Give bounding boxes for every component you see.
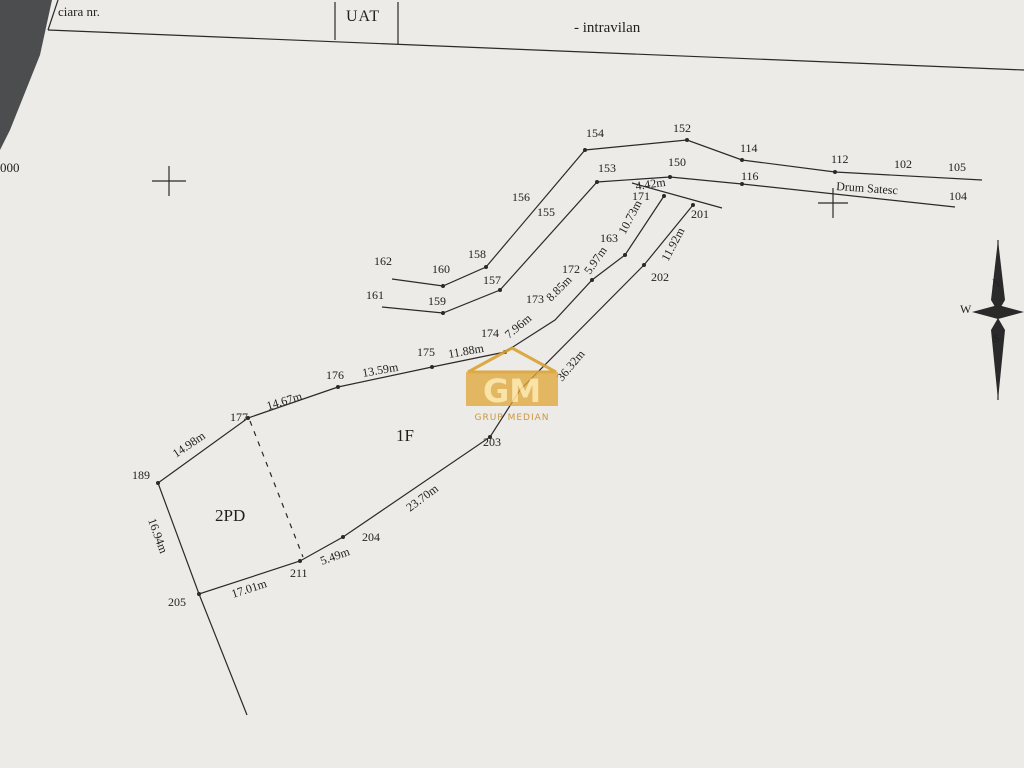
point-labels: 154 152 114 112 102 105 153 150 116 104 … — [132, 121, 967, 609]
point-label: 211 — [290, 566, 308, 580]
compass-s: S — [993, 331, 1000, 345]
point-label: 173 — [526, 292, 544, 306]
point-label: 104 — [949, 189, 967, 203]
header-zone-label: - intravilan — [574, 20, 641, 36]
point-label: 161 — [366, 288, 384, 302]
point-label: 102 — [894, 157, 912, 171]
compass-rose-icon: N W S — [960, 240, 1024, 400]
header-table — [47, 0, 1024, 71]
point-label: 160 — [432, 262, 450, 276]
grid-cross-right — [818, 188, 848, 218]
distance-label: 17.01m — [230, 576, 270, 601]
distance-label: 11.92m — [658, 225, 688, 264]
point-label: 114 — [740, 141, 758, 155]
distance-label: 14.98m — [170, 428, 209, 460]
distance-label: 36.32m — [554, 347, 589, 384]
point-label: 112 — [831, 152, 849, 166]
header-fisa-label: ciara nr. — [58, 4, 100, 19]
distance-label: 23.70m — [403, 481, 441, 514]
parcel-label-2PD: 2PD — [215, 506, 245, 525]
point-label: 201 — [691, 207, 709, 221]
distance-label: 8.85m — [543, 272, 575, 304]
point-label: 204 — [362, 530, 380, 544]
point-label: 189 — [132, 468, 150, 482]
point-label: 116 — [741, 169, 759, 183]
scale-fragment: 000 — [0, 160, 20, 175]
compass-n: N — [992, 276, 1001, 290]
point-label: 202 — [651, 270, 669, 284]
grid-cross-left — [152, 166, 186, 196]
point-label: 154 — [586, 126, 604, 140]
point-label: 159 — [428, 294, 446, 308]
point-label: 205 — [168, 595, 186, 609]
point-label: 203 — [483, 435, 501, 449]
point-label: 174 — [481, 326, 499, 340]
watermark-logo-text: GM — [483, 372, 541, 410]
point-label: 162 — [374, 254, 392, 268]
distance-label: 11.88m — [447, 341, 485, 361]
point-label: 150 — [668, 155, 686, 169]
parcel-label-1F: 1F — [396, 426, 414, 445]
point-label: 175 — [417, 345, 435, 359]
distance-label: 14.67m — [265, 389, 304, 413]
watermark-tagline: GRUP MEDIAN — [474, 413, 549, 423]
point-label: 105 — [948, 160, 966, 174]
point-label: 176 — [326, 368, 344, 382]
point-label: 172 — [562, 262, 580, 276]
point-label: 152 — [673, 121, 691, 135]
header-uat-label: UAT — [346, 8, 381, 25]
point-label: 158 — [468, 247, 486, 261]
point-label: 177 — [230, 410, 248, 424]
parcel-1F-outline — [157, 182, 723, 716]
parcel-split-dashed-line — [249, 420, 304, 558]
road-label: Drum Satesc — [836, 179, 898, 197]
distance-label: 16.94m — [145, 516, 171, 556]
distance-label: 13.59m — [361, 360, 400, 380]
upper-boundary-line — [391, 139, 983, 287]
distance-label: 5.97m — [581, 243, 610, 276]
point-label: 156 — [512, 190, 530, 204]
point-label: 171 — [632, 189, 650, 203]
point-label: 153 — [598, 161, 616, 175]
distance-label: 4.42m — [634, 175, 667, 193]
point-markers — [156, 138, 837, 596]
point-label: 157 — [483, 273, 501, 287]
point-label: 163 — [600, 231, 618, 245]
point-label: 155 — [537, 205, 555, 219]
page-shadow-edge — [0, 0, 52, 150]
compass-w: W — [960, 302, 972, 316]
watermark-logo: GM GRUP MEDIAN — [466, 346, 558, 423]
